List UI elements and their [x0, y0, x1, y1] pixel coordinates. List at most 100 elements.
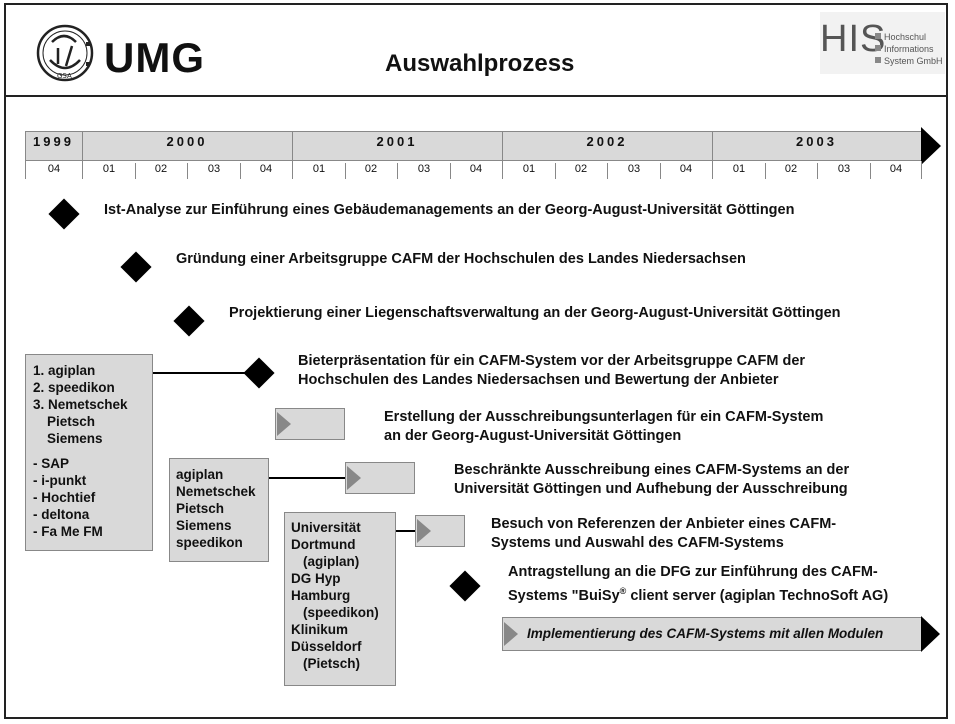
vendor-1: 1. agiplan — [33, 363, 96, 378]
task-antragstellung-line-2: Systems "BuiSy® client server (agiplan T… — [508, 582, 888, 606]
connector-line — [268, 477, 346, 479]
quarter-label: 02 — [574, 163, 588, 175]
year-separator — [82, 131, 83, 179]
quarter-label: 04 — [469, 163, 483, 175]
quarter-label: 04 — [259, 163, 273, 175]
quarter-label: 02 — [784, 163, 798, 175]
vendor-7: - i-punkt — [33, 473, 87, 488]
quarter-separator — [555, 163, 556, 179]
quarter-label: 02 — [364, 163, 378, 175]
implementation-bar — [502, 617, 922, 651]
quarter-separator — [765, 163, 766, 179]
reference-4: DG Hyp — [291, 571, 341, 586]
reference-9: (Pietsch) — [303, 656, 361, 671]
svg-text:GSA: GSA — [57, 72, 72, 80]
quarter-separator — [817, 163, 818, 179]
quarter-label: 01 — [102, 163, 116, 175]
year-label: 2000 — [166, 134, 208, 149]
registered-mark: ® — [619, 586, 627, 596]
task-antragstellung-text-a: Systems "BuiSy — [508, 587, 620, 604]
reference-8: Düsseldorf — [291, 639, 362, 654]
task-projektierung: Projektierung einer Liegenschaftsverwalt… — [229, 305, 841, 321]
vendor-4: Pietsch — [47, 414, 96, 429]
year-separator — [502, 131, 503, 179]
quarter-separator — [660, 163, 661, 179]
year-separator — [712, 131, 713, 179]
reference-2: Dortmund — [291, 537, 356, 552]
implementation-arrowhead — [921, 616, 940, 652]
task-gruendung: Gründung einer Arbeitsgruppe CAFM der Ho… — [176, 251, 746, 267]
quarter-separator — [397, 163, 398, 179]
shortlist-vendor-1: agiplan — [176, 467, 224, 482]
his-logo-background — [820, 12, 945, 74]
quarter-label: 03 — [417, 163, 431, 175]
quarter-label: 01 — [732, 163, 746, 175]
reference-1: Universität — [291, 520, 361, 535]
reference-3: (agiplan) — [303, 554, 360, 569]
task-beschraenkte-ausschreibung-line-2: Universität Göttingen und Aufhebung der … — [454, 481, 848, 497]
quarter-label: 04 — [889, 163, 903, 175]
implementation-label: Implementierung des CAFM-Systems mit all… — [527, 626, 884, 641]
chevron-icon — [277, 412, 291, 436]
his-square-3 — [875, 57, 881, 63]
quarter-separator — [607, 163, 608, 179]
chevron-icon — [417, 519, 431, 543]
quarter-separator — [187, 163, 188, 179]
quarter-label: 02 — [154, 163, 168, 175]
task-erstellung-line-1: Erstellung der Ausschreibungsunterlagen … — [384, 409, 824, 425]
chevron-icon — [504, 622, 518, 646]
quarter-separator — [135, 163, 136, 179]
quarter-label: 01 — [522, 163, 536, 175]
his-line-1: Hochschul — [884, 32, 927, 42]
quarter-separator — [870, 163, 871, 179]
quarter-label: 01 — [312, 163, 326, 175]
vendor-6: - SAP — [33, 456, 70, 471]
timeline-right-edge — [921, 161, 922, 179]
umg-dot-2 — [86, 62, 90, 66]
quarter-label: 03 — [627, 163, 641, 175]
vendor-8: - Hochtief — [33, 490, 96, 505]
umg-wordmark: UMG — [104, 34, 205, 81]
quarter-separator — [345, 163, 346, 179]
timeline-left-edge — [25, 161, 26, 179]
year-label: 1999 — [33, 134, 74, 149]
quarter-separator — [240, 163, 241, 179]
timeline-year-bar — [25, 131, 922, 161]
reference-7: Klinikum — [291, 622, 349, 637]
quarter-separator — [450, 163, 451, 179]
shortlist-vendor-3: Pietsch — [176, 501, 225, 516]
shortlist-vendor-4: Siemens — [176, 518, 232, 533]
task-ist-analyse: Ist-Analyse zur Einführung eines Gebäude… — [104, 202, 795, 218]
umg-seal-logo: GSA — [36, 24, 94, 82]
shortlist-vendor-5: speedikon — [176, 535, 243, 550]
task-erstellung-line-2: an der Georg-August-Universität Göttinge… — [384, 428, 682, 444]
his-square-1 — [875, 33, 881, 39]
reference-list-box — [284, 512, 396, 686]
vendor-10: - Fa Me FM — [33, 524, 103, 539]
his-logo: HIS — [820, 18, 887, 60]
chevron-icon — [347, 466, 361, 490]
quarter-label: 04 — [47, 163, 61, 175]
year-separator — [292, 131, 293, 179]
page-title: Auswahlprozess — [385, 50, 575, 77]
slide-frame — [4, 3, 948, 719]
task-besuch-referenzen-line-2: Systems und Auswahl des CAFM-Systems — [491, 535, 784, 551]
header-divider — [6, 95, 948, 97]
his-line-2: Informations — [884, 44, 934, 54]
his-square-2 — [875, 45, 881, 51]
vendor-5: Siemens — [47, 431, 103, 446]
quarter-label: 04 — [679, 163, 693, 175]
timeline-arrowhead — [921, 127, 941, 165]
task-besuch-referenzen-line-1: Besuch von Referenzen der Anbieter eines… — [491, 516, 837, 532]
vendor-9: - deltona — [33, 507, 90, 522]
connector-line — [153, 372, 248, 374]
his-line-3: System GmbH — [884, 56, 943, 66]
vendor-3: 3. Nemetschek — [33, 397, 128, 412]
task-bieterpraesentation-line-1: Bieterpräsentation für ein CAFM-System v… — [298, 353, 806, 369]
connector-line — [395, 530, 415, 532]
quarter-label: 03 — [837, 163, 851, 175]
reference-5: Hamburg — [291, 588, 351, 603]
quarter-label: 03 — [207, 163, 221, 175]
vendor-list-box-2 — [169, 458, 269, 562]
year-label: 2001 — [376, 134, 418, 149]
